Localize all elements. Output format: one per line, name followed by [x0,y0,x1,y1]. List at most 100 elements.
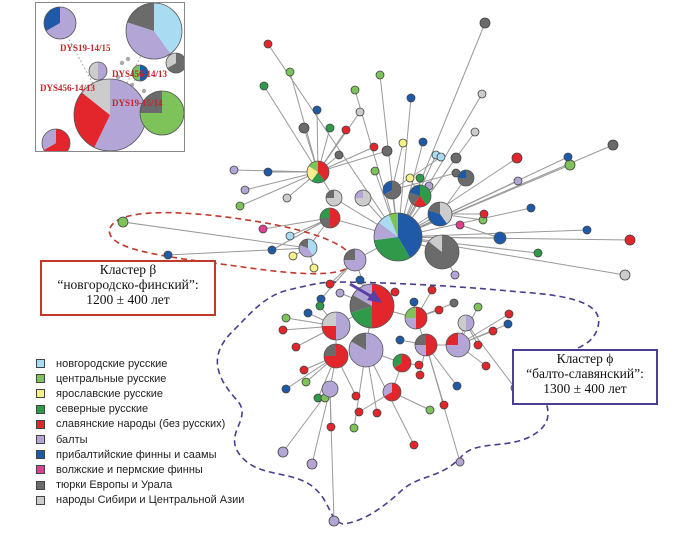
haplotype-node [439,400,449,410]
haplotype-node [427,285,437,295]
haplotype-node [259,81,269,91]
inset-zoom: DYS19-14/15 DYS456-14/13 DYS456-14/13 DY… [35,2,185,152]
legend-label: новгородские русские [56,357,168,370]
haplotype-hub [323,343,349,369]
haplotype-node [288,251,298,261]
haplotype-hub [319,207,341,229]
legend-label: ярославские русские [56,387,164,400]
inset-dot [125,56,131,62]
cluster-phi-outline [216,281,600,525]
haplotype-node [414,360,424,370]
legend-swatch [36,435,45,445]
haplotype-node [117,216,129,228]
haplotype-hub [343,248,367,272]
haplotype-node [335,288,345,298]
haplotype-node [436,152,446,162]
haplotype-node [425,405,435,415]
legend-swatch [36,480,45,490]
inset-hub [88,61,108,81]
haplotype-node [285,67,295,77]
haplotype-hub [373,212,423,262]
cluster-phi-age: 1300 ± 400 лет [543,381,627,396]
haplotype-node [349,423,359,433]
haplotype-node [315,301,325,311]
inset-label: DYS19-14/15 [60,43,111,53]
haplotype-node [325,279,335,289]
haplotype-node [370,166,380,176]
haplotype-node [282,193,292,203]
network-edge [317,150,388,173]
haplotype-node [455,457,465,467]
haplotype-hub [321,311,351,341]
haplotype-node [395,335,405,345]
haplotype-node [301,377,311,387]
network-edge [329,388,335,522]
haplotype-hub [408,184,432,208]
inset-hub [125,3,183,60]
legend-item: волжские и пермские финны [36,462,244,477]
cluster-beta-age: 1200 ± 400 лет [86,292,170,307]
inset-hub [139,90,184,136]
legend-item: народы Сибири и Центральной Азии [36,493,244,508]
legend-swatch [36,495,45,505]
haplotype-node [479,17,491,29]
haplotype-node [405,173,415,183]
haplotype-node [415,370,425,380]
haplotype-hub [445,332,471,358]
inset-hub [73,78,147,151]
inset-hub [43,6,77,40]
legend-item: тюрки Европы и Урала [36,478,244,493]
legend-swatch [36,404,45,414]
legend-label: народы Сибири и Центральной Азии [56,494,245,507]
haplotype-node [278,325,288,335]
haplotype-node [582,225,592,235]
legend-swatch [36,419,45,429]
haplotype-node [479,209,489,219]
network-edge [391,172,457,191]
haplotype-node [470,127,480,137]
haplotype-node [240,185,250,195]
haplotype-node [526,203,536,213]
inset-hub [165,52,184,74]
haplotype-node [298,122,310,134]
cluster-beta-name: “новгородско-финский”: [57,277,199,292]
haplotype-hub [404,306,428,330]
haplotype-node [263,167,273,177]
cluster-phi-box: Кластер ϕ “балто-славянский”: 1300 ± 400… [512,349,658,405]
haplotype-node [452,381,462,391]
haplotype-node [312,105,322,115]
haplotype-node [415,173,425,183]
haplotype-node [481,361,491,371]
haplotype-hub [354,189,372,207]
haplotype-node [355,107,365,117]
legend-item: прибалтийские финны и саамы [36,447,244,462]
haplotype-node [511,152,523,164]
haplotype-node [449,298,459,308]
haplotype-hub [382,382,402,402]
haplotype-node [375,70,385,80]
legend-item: балты [36,432,244,447]
haplotype-node [513,176,523,186]
inset-hub [41,128,71,151]
haplotype-node [624,234,636,246]
inset-label: DYS456-14/13 [112,69,168,79]
haplotype-hub [392,353,412,373]
cluster-phi-name: “балто-славянский”: [526,366,644,381]
haplotype-node [418,137,428,147]
legend-swatch [36,389,45,399]
haplotype-node [326,422,336,432]
haplotype-node [334,150,344,160]
haplotype-node [229,165,239,175]
legend: новгородские русские центральные русские… [36,356,244,508]
inset-label: DYS456-14/13 [40,83,96,93]
haplotype-node [163,250,173,260]
haplotype-node [488,326,498,336]
legend-item: новгородские русские [36,356,244,371]
legend-swatch [36,465,45,475]
legend-item: центральные русские [36,371,244,386]
network-edge [397,93,483,238]
legend-item: ярославские русские [36,386,244,401]
inset-dot [119,60,125,66]
network-edge [391,156,442,191]
haplotype-hub [321,380,339,398]
